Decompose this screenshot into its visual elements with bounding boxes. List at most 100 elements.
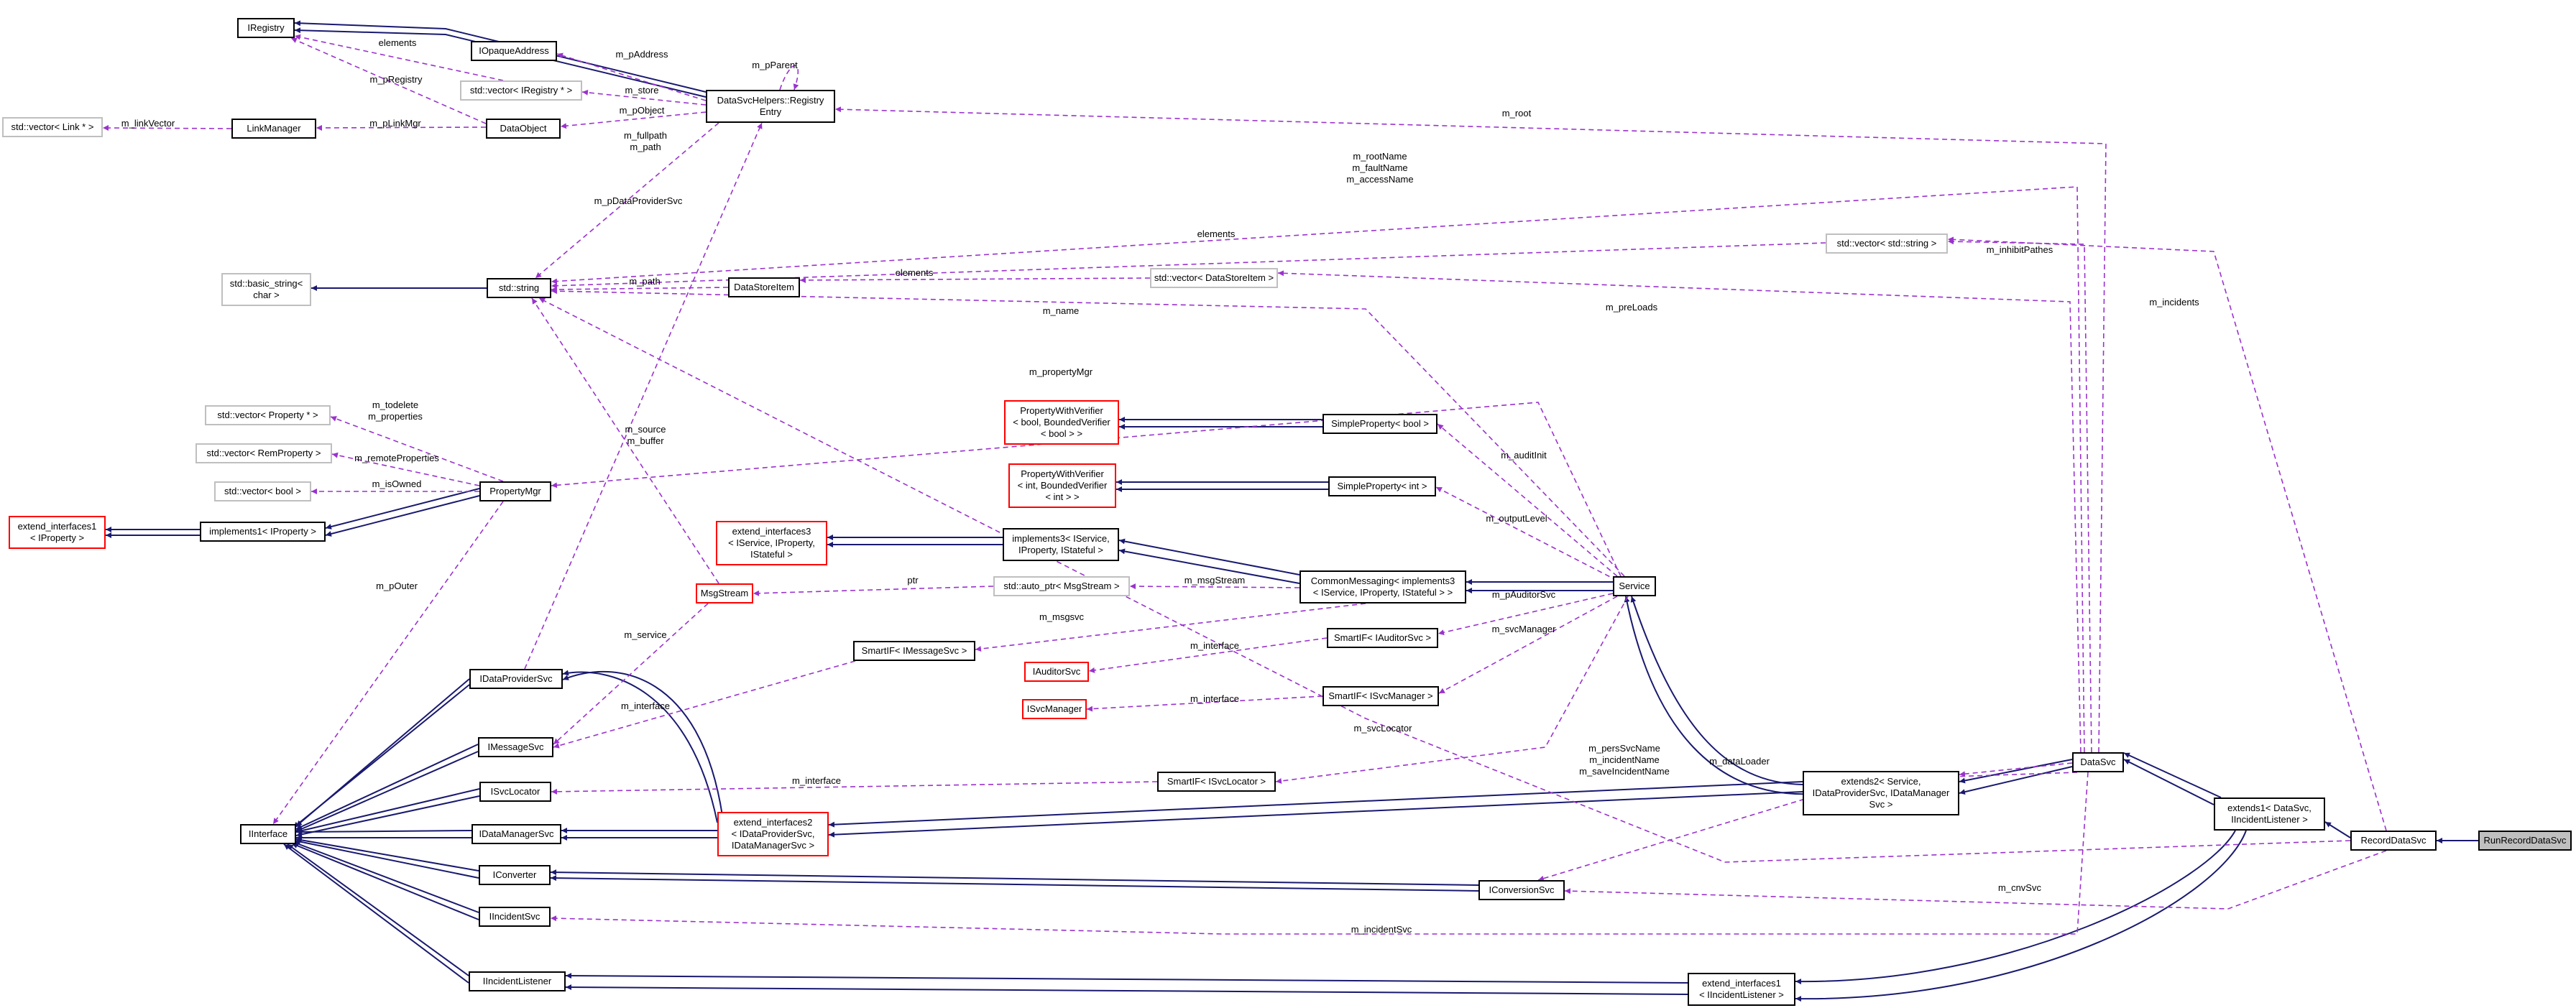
usage-edge-reg-parent <box>779 65 799 91</box>
edge-label-m-interface-svcm: m_interface <box>1190 693 1239 704</box>
usage-edge-reg-paddr <box>556 52 707 101</box>
class-node-std-string[interactable]: std::string <box>487 278 551 298</box>
class-node-propertymgr[interactable]: PropertyMgr <box>479 481 551 501</box>
edge-label-m-inhibitpathes: m_inhibitPathes <box>1987 244 2053 255</box>
inherit-edge-isl-ii-b <box>295 795 480 838</box>
edge-label-m-linkvector: m_linkVector <box>121 118 175 129</box>
usage-edge-ms-str <box>531 297 719 584</box>
class-node-vec-iregistry[interactable]: std::vector< IRegistry * > <box>460 80 582 101</box>
class-node-simpleproperty-bool[interactable]: SimpleProperty< bool > <box>1322 414 1438 434</box>
class-node-extend-interfaces1-iil[interactable]: extend_interfaces1 < IIncidentListener > <box>1688 973 1795 1006</box>
inherit-edge-ext1-ds <box>2123 759 2214 805</box>
edge-label-m-pouter: m_pOuter <box>376 581 418 591</box>
class-node-datasvc[interactable]: DataSvc <box>2072 752 2124 772</box>
class-node-extend-interfaces1-iproperty[interactable]: extend_interfaces1 < IProperty > <box>9 516 106 549</box>
class-node-smartif-isvcmanager[interactable]: SmartIF< ISvcManager > <box>1322 686 1439 706</box>
class-node-iincidentlistener[interactable]: IIncidentListener <box>469 971 566 991</box>
usage-edge-ds-root <box>834 106 2107 753</box>
edge-label-m-svclocator: m_svcLocator <box>1354 723 1413 734</box>
class-node-simpleproperty-int[interactable]: SimpleProperty< int > <box>1328 476 1436 496</box>
class-node-imessagesvc[interactable]: IMessageSvc <box>478 737 553 757</box>
class-node-linkmanager[interactable]: LinkManager <box>231 119 316 139</box>
class-node-iopaqueaddress[interactable]: IOpaqueAddress <box>471 41 557 61</box>
usage-edge-reg-preg <box>290 37 487 124</box>
class-node-iincidentsvc[interactable]: IIncidentSvc <box>479 907 551 927</box>
inherit-edge-iis-ii <box>293 841 479 913</box>
class-node-idatamanagersvc[interactable]: IDataManagerSvc <box>472 824 561 844</box>
edge-label-m-incidentsvc: m_incidentSvc <box>1351 924 1412 935</box>
inherit-edge-iil-ii-b <box>283 843 469 984</box>
usage-edge-svc-pm <box>551 402 1622 577</box>
inherit-edge-idp-ii-b <box>293 684 470 828</box>
class-node-vec-string[interactable]: std::vector< std::string > <box>1826 233 1948 254</box>
usage-edge-sims-ims <box>553 660 856 749</box>
class-node-recorddatasvc[interactable]: RecordDataSvc <box>2350 831 2437 851</box>
class-node-vec-bool[interactable]: std::vector< bool > <box>214 481 311 501</box>
usage-edge-aptr-ms <box>753 586 994 596</box>
inherit-edge-reg-iregistry <box>294 20 707 93</box>
class-node-runrecorddatasvc[interactable]: RunRecordDataSvc <box>2478 831 2572 851</box>
class-node-extends1[interactable]: extends1< DataSvc, IIncidentListener > <box>2214 797 2325 831</box>
class-node-iregistry[interactable]: IRegistry <box>237 18 295 38</box>
inherit-edge-reg-iregistry-2 <box>294 27 707 98</box>
edge-label-elements-dsi: elements <box>896 267 934 278</box>
class-node-pwv-int[interactable]: PropertyWithVerifier < int, BoundedVerif… <box>1008 463 1116 508</box>
edge-label-m-name: m_name <box>1043 305 1080 316</box>
usage-edge-rec-cnv <box>1564 850 2387 910</box>
edge-label-m-cnvsvc: m_cnvSvc <box>1998 882 2041 893</box>
class-node-commonmessaging[interactable]: CommonMessaging< implements3 < IService,… <box>1300 570 1466 604</box>
usage-edge-ds-rootname <box>551 186 2085 753</box>
class-node-basic-string[interactable]: std::basic_string< char > <box>221 273 311 306</box>
class-node-extend-interfaces2[interactable]: extend_interfaces2 < IDataProviderSvc, I… <box>717 812 829 856</box>
class-node-smartif-imessagesvc[interactable]: SmartIF< IMessageSvc > <box>853 641 975 661</box>
class-node-implements3[interactable]: implements3< IService, IProperty, IState… <box>1003 528 1119 561</box>
class-node-iconversionsvc[interactable]: IConversionSvc <box>1478 880 1565 900</box>
class-node-vec-remproperty[interactable]: std::vector< RemProperty > <box>196 443 332 463</box>
usage-edge-do-plink <box>316 124 487 131</box>
class-node-isvcmanager[interactable]: ISvcManager <box>1022 699 1087 719</box>
class-node-iconverter[interactable]: IConverter <box>479 865 551 885</box>
class-node-iinterface[interactable]: IInterface <box>240 824 296 844</box>
class-node-idataprovidersvc[interactable]: IDataProviderSvc <box>469 669 563 689</box>
class-node-implements1-iproperty[interactable]: implements1< IProperty > <box>200 522 326 542</box>
inherit-edge-ei1-iil <box>565 973 1688 984</box>
edge-label-m-propertymgr: m_propertyMgr <box>1029 366 1093 377</box>
inherit-edge-cm-impl3 <box>1118 538 1300 575</box>
class-node-vec-property[interactable]: std::vector< Property * > <box>205 405 331 425</box>
class-node-smartif-iauditorsvc[interactable]: SmartIF< IAuditorSvc > <box>1327 628 1438 648</box>
inherit-edge-ext1-ei1 <box>1795 830 2236 985</box>
edge-label-m-interface-msg: m_interface <box>621 700 670 711</box>
edge-label-m-pregistry: m_pRegistry <box>370 74 423 85</box>
usage-edge-vreg-ireg <box>294 34 504 81</box>
usage-edge-svc-spi <box>1435 486 1618 581</box>
class-node-msgstream[interactable]: MsgStream <box>696 583 753 604</box>
class-node-service[interactable]: Service <box>1613 576 1656 596</box>
class-node-extends2[interactable]: extends2< Service, IDataProviderSvc, IDa… <box>1803 771 1959 815</box>
inherit-edge-ei2-idp <box>562 670 718 823</box>
class-node-isvclocator[interactable]: ISvcLocator <box>479 782 551 802</box>
usage-edge-ds-vdsi <box>1277 270 2082 753</box>
class-node-dataobject[interactable]: DataObject <box>486 119 561 139</box>
usage-edge-link-vec <box>102 125 232 131</box>
class-node-vec-datastoreitem[interactable]: std::vector< DataStoreItem > <box>1150 268 1278 288</box>
class-node-smartif-isvclocator[interactable]: SmartIF< ISvcLocator > <box>1157 772 1276 792</box>
class-node-datastoreitem[interactable]: DataStoreItem <box>728 277 800 297</box>
edge-label-elements-reg: elements <box>379 37 417 48</box>
usage-edge-reg-store <box>581 89 707 106</box>
class-node-auto-ptr-msgstream[interactable]: std::auto_ptr< MsgStream > <box>993 576 1130 596</box>
class-node-iauditorsvc[interactable]: IAuditorSvc <box>1024 662 1089 682</box>
edge-label-m-svcmanager: m_svcManager <box>1492 624 1557 634</box>
edge-label-m-plinkmgr: m_pLinkMgr <box>369 118 421 129</box>
class-node-registry-entry[interactable]: DataSvcHelpers::Registry Entry <box>706 90 835 123</box>
usage-edge-ds-iis <box>550 772 2089 935</box>
inherit-edge-ds-ext2-b <box>1959 766 2073 795</box>
class-node-vec-link[interactable]: std::vector< Link * > <box>2 117 103 137</box>
class-node-extend-interfaces3[interactable]: extend_interfaces3 < IService, IProperty… <box>716 521 827 565</box>
usage-edge-pm-ii <box>272 501 504 825</box>
class-node-pwv-bool[interactable]: PropertyWithVerifier < bool, BoundedVeri… <box>1004 400 1119 445</box>
edge-label-ptr: ptr <box>907 575 919 586</box>
usage-edge-pm-vprop <box>330 416 504 482</box>
inherit-edge-isl-ii <box>295 788 480 834</box>
